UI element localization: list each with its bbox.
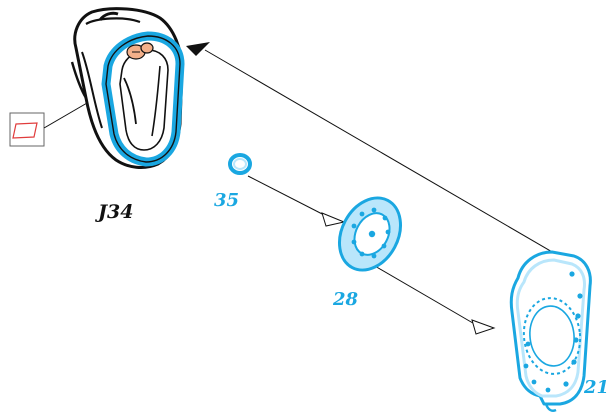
assembly-lines [204, 49, 567, 335]
part-label-28: 28 [332, 289, 359, 310]
part-label-35: 35 [214, 190, 239, 211]
part-35-o-ring [228, 153, 252, 175]
part-label-21: 21 [583, 377, 609, 398]
glass-parallelogram-icon [9, 84, 119, 147]
part-21-back-plate [509, 250, 592, 412]
assembly-label: J34 [95, 201, 133, 223]
housing-assembly [70, 7, 210, 169]
screw-head-icon [126, 42, 154, 60]
part-28-disc [338, 196, 402, 272]
